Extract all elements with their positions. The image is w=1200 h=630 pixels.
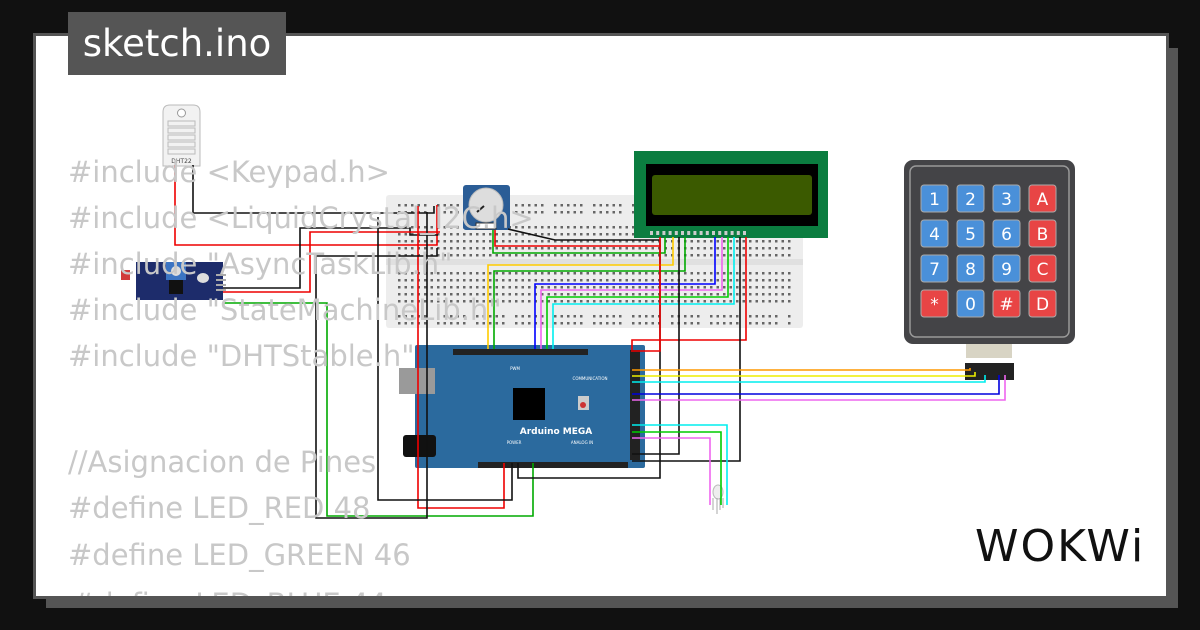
pwm-label: PWM (510, 366, 520, 371)
code-line: #include "StateMachineLib.h" (68, 293, 502, 327)
keypad-key[interactable]: 5 (956, 219, 985, 248)
keypad-key-label: 4 (929, 225, 940, 245)
keypad-key-label: 5 (965, 225, 976, 245)
wokwi-logo: WOKWi (975, 521, 1146, 572)
keypad-key[interactable]: C (1028, 254, 1057, 283)
dht-label: DHT22 (171, 158, 192, 165)
dht22-sensor: DHT22 (162, 104, 201, 167)
keypad-key-label: # (999, 295, 1013, 315)
lcd-display (634, 151, 828, 238)
keypad-key-label: 6 (1001, 225, 1012, 245)
keypad-key[interactable]: 9 (992, 254, 1021, 283)
code-line: #include "AsyncTaskLib.h" (68, 247, 453, 281)
keypad-key[interactable]: 3 (992, 184, 1021, 213)
keypad-key[interactable]: B (1028, 219, 1057, 248)
code-line: #include <Keypad.h> (68, 155, 390, 189)
keypad-key[interactable]: 0 (956, 289, 985, 318)
code-line: #define LED_GREEN 46 (68, 538, 411, 572)
code-line: //Asignacion de Pines (68, 445, 377, 479)
keypad-key[interactable]: * (920, 289, 949, 318)
arduino-label: Arduino MEGA (520, 427, 593, 437)
code-line: #define LED_BLUE 44 (71, 581, 387, 596)
keypad-key-label: 3 (1001, 190, 1012, 210)
keypad-key-label: 2 (965, 190, 976, 210)
keypad-key-label: 8 (965, 260, 976, 280)
code-line: #include "DHTStable.h" (68, 339, 415, 373)
keypad-key-label: 7 (929, 260, 940, 280)
code-line: #define LED_RED 48 (68, 491, 371, 525)
arduino-mega: Arduino MEGA PWM COMMUNICATION POWER ANA… (399, 345, 645, 468)
potentiometer (463, 185, 510, 230)
analog-label: ANALOG IN (571, 440, 593, 445)
keypad-key[interactable]: 2 (956, 184, 985, 213)
keypad-key-label: 0 (965, 295, 976, 315)
keypad-key-label: C (1037, 260, 1049, 280)
keypad-key[interactable]: # (992, 289, 1021, 318)
wires (174, 165, 1006, 519)
keypad-key[interactable]: 6 (992, 219, 1021, 248)
communication-label: COMMUNICATION (573, 376, 608, 381)
keypad-key[interactable]: 8 (956, 254, 985, 283)
keypad-key-label: D (1036, 295, 1049, 315)
keypad-key[interactable]: D (1028, 289, 1057, 318)
keypad-key-label: B (1037, 225, 1049, 245)
keypad-key-label: * (930, 295, 939, 315)
keypad-key[interactable]: 1 (920, 184, 949, 213)
power-label: POWER (507, 440, 522, 445)
keypad-key[interactable]: 4 (920, 219, 949, 248)
keypad-key[interactable]: A (1028, 184, 1057, 213)
keypad-key-label: 1 (929, 190, 940, 210)
keypad-key-label: 9 (1001, 260, 1012, 280)
ldr-sensor-module (121, 262, 226, 300)
code-line: #include <LiquidCrystal_I2C.h> (68, 201, 534, 235)
keypad-4x4: 1 2 3 A 4 5 6 B 7 8 9 C * 0 # D (904, 160, 1075, 380)
keypad-key-label: A (1037, 190, 1049, 210)
sketch-filename-tab: sketch.ino (68, 12, 286, 75)
keypad-key[interactable]: 7 (920, 254, 949, 283)
